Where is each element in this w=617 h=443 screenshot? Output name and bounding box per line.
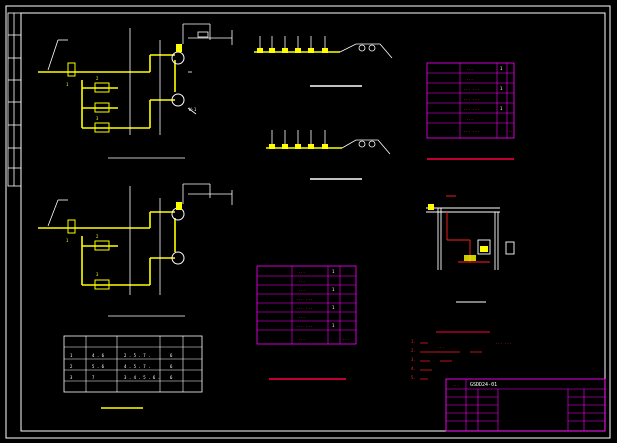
tm-r4: ... ... bbox=[296, 305, 313, 310]
tl-r3-c1: 3 bbox=[70, 375, 73, 380]
tl-r3-c4: 6 bbox=[170, 375, 173, 380]
drawing-number: GSDD24-01 bbox=[470, 382, 497, 388]
tr-q0: 1 bbox=[500, 66, 503, 71]
tm-r3: ... ... bbox=[296, 296, 313, 301]
table-left: 1 4 . 6 2 . 5 . 7 . 6 2 5 . 6 4 . 5 . 7 … bbox=[63, 335, 203, 409]
tr-r1: ... bbox=[466, 76, 473, 81]
note-2: 2. bbox=[411, 348, 416, 353]
tl-r1-c3: 2 . 5 . 7 . bbox=[124, 353, 151, 358]
tr-r0: ... bbox=[466, 66, 473, 71]
tm-r6: ... ... bbox=[296, 323, 313, 328]
label-3: 3 bbox=[96, 116, 99, 121]
notes-tag: ... ... bbox=[495, 340, 512, 345]
table-right: ... ... ... ... ... ... ... ... ... ... … bbox=[426, 62, 515, 160]
tr-r5: ... bbox=[466, 116, 473, 121]
tag-w1: W-1 bbox=[189, 107, 197, 112]
tl-r2-c1: 2 bbox=[70, 364, 73, 369]
label-2b: 2 bbox=[96, 234, 99, 239]
note-5: 5. bbox=[411, 375, 416, 380]
tm-q4: 1 bbox=[332, 305, 335, 310]
tr-q2: 1 bbox=[500, 86, 503, 91]
inner-border bbox=[20, 12, 606, 432]
schematic-2: 1 2 3 bbox=[38, 183, 233, 317]
notes-heading: ... bbox=[437, 344, 444, 349]
table-mid: ... ... ... ... ... ... ... ... ... ... … bbox=[256, 265, 357, 380]
tm-r1: ... bbox=[298, 278, 305, 283]
tm-r2: ... bbox=[298, 287, 305, 292]
tr-r3: ... ... bbox=[463, 96, 480, 101]
tl-r2-c2: 5 . 6 bbox=[92, 364, 105, 369]
tm-r5: ... bbox=[298, 314, 305, 319]
tm-q2: 1 bbox=[332, 287, 335, 292]
binding-strip bbox=[7, 12, 22, 187]
note-1: 1. bbox=[411, 339, 416, 344]
tm-r0: ... bbox=[298, 269, 305, 274]
label-2: 2 bbox=[96, 76, 99, 81]
schematic-1: W-1 1 2 3 bbox=[38, 23, 233, 159]
tr-r4: ... ... bbox=[463, 106, 480, 111]
note-4: 4. bbox=[411, 366, 416, 371]
tl-r1-c4: 6 bbox=[170, 353, 173, 358]
valve-row-2 bbox=[266, 130, 391, 180]
detail-drawing bbox=[426, 195, 515, 303]
tr-r6-note: ... bbox=[508, 128, 515, 133]
label-1: 1 bbox=[66, 82, 69, 87]
label-1b: 1 bbox=[66, 238, 69, 243]
tl-r3-c2: 7 bbox=[92, 375, 95, 380]
tr-q4: 1 bbox=[500, 106, 503, 111]
note-3: 3. bbox=[411, 357, 416, 362]
tl-r2-c3: 4 . 5 . 7 . bbox=[124, 364, 151, 369]
outer-border bbox=[5, 5, 611, 439]
tr-r6: ... ... bbox=[463, 128, 480, 133]
title-project-label: ... bbox=[452, 382, 459, 387]
tl-r1-c1: 1 bbox=[70, 353, 73, 358]
tr-r2: ... ... bbox=[463, 86, 480, 91]
notes: ... ... ... 1. 2. 3. 4. 5. bbox=[411, 331, 512, 380]
tl-r1-c2: 4 . 6 bbox=[92, 353, 105, 358]
tm-q0: 1 bbox=[332, 269, 335, 274]
label-3b: 3 bbox=[96, 272, 99, 277]
title-block: ... GSDD24-01 bbox=[445, 378, 606, 432]
tl-r2-c4: 6 bbox=[170, 364, 173, 369]
tm-q6: 1 bbox=[332, 323, 335, 328]
valve-row-1 bbox=[254, 36, 393, 87]
tl-r3-c3: 3 . 4 . 5 . 6 . bbox=[124, 375, 160, 380]
tm-r7: ... bbox=[298, 336, 305, 341]
tm-r7-note: ... bbox=[342, 336, 349, 341]
